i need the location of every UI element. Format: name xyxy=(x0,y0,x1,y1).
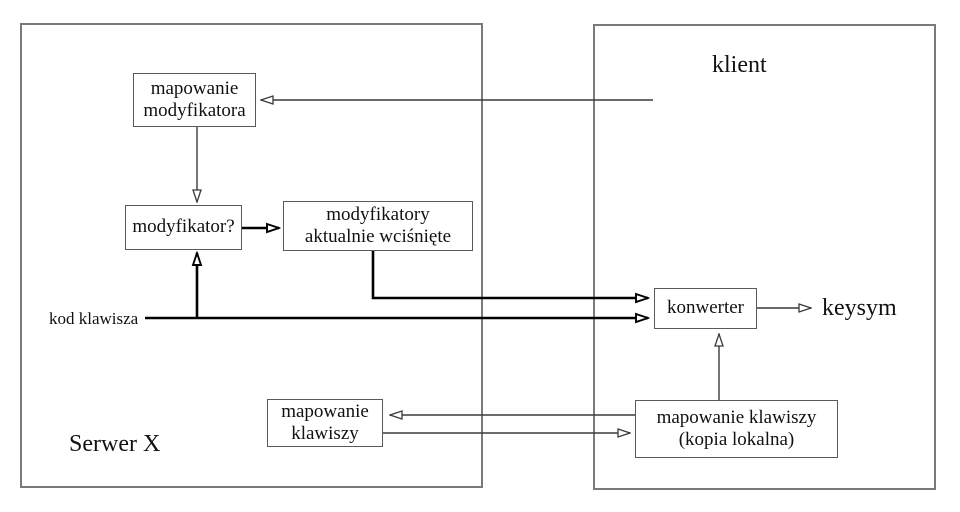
node-modifier-check-label: modyfikator? xyxy=(132,216,235,238)
node-modifier-mapping: mapowanie modyfikatora xyxy=(133,73,256,127)
node-converter: konwerter xyxy=(654,288,757,329)
node-converter-label: konwerter xyxy=(666,297,745,319)
node-key-mapping-server-line2: klawiszy xyxy=(291,423,359,444)
node-key-mapping-client-line2: (kopia lokalna) xyxy=(678,429,795,450)
node-modifier-mapping-line1: mapowanie xyxy=(150,77,239,99)
server-label: Serwer X xyxy=(69,431,161,457)
client-box xyxy=(593,24,936,490)
node-key-mapping-server: mapowanie klawiszy xyxy=(267,399,383,447)
node-modifier-check: modyfikator? xyxy=(125,205,242,250)
server-box xyxy=(20,23,483,488)
node-modifiers-pressed-line2: aktualnie wciśnięte xyxy=(304,226,452,247)
node-key-mapping-client-line1: mapowanie klawiszy xyxy=(656,406,817,428)
node-modifiers-pressed: modyfikatory aktualnie wciśnięte xyxy=(283,201,473,251)
node-modifier-mapping-line2: modyfikatora xyxy=(143,100,246,121)
node-modifiers-pressed-line1: modyfikatory xyxy=(326,203,430,225)
node-key-mapping-client: mapowanie klawiszy (kopia lokalna) xyxy=(635,400,838,458)
key-code-label: kod klawisza xyxy=(49,309,139,328)
client-label: klient xyxy=(712,52,767,78)
keysym-label: keysym xyxy=(822,295,897,321)
node-key-mapping-server-line1: mapowanie xyxy=(281,400,369,422)
arrow-modifiers-pressed-to-converter xyxy=(371,251,648,298)
